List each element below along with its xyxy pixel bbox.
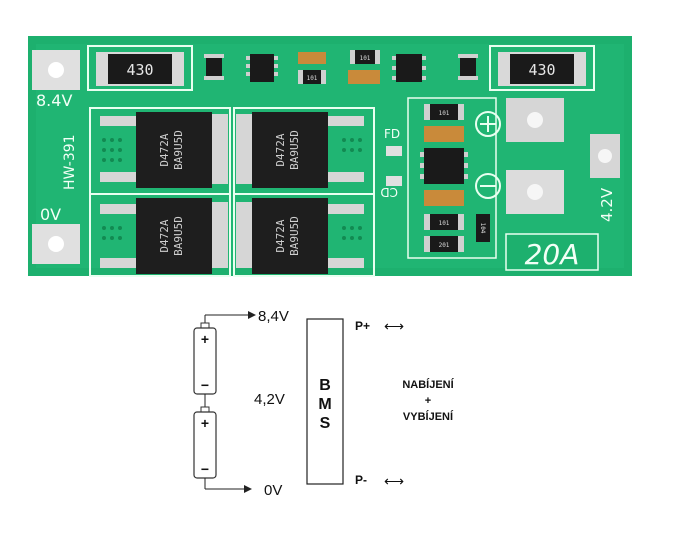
smd-201: 201 [439, 242, 450, 249]
mosfet-3-line1: D472A [158, 219, 171, 252]
mosfet-2-line2: BA9U5D [288, 130, 301, 170]
label-fd: FD [384, 127, 400, 141]
cell-upper-plus: + [201, 331, 209, 347]
mosfet-3: D472A BA9U5D [100, 198, 228, 274]
polarity-marks [475, 111, 501, 199]
voltage-mid: 4,2V [254, 391, 285, 408]
mosfet-1-line2: BA9U5D [172, 130, 185, 170]
smd-104: 104 [479, 223, 486, 234]
label-rating: 20A [525, 238, 580, 271]
smd-101-b: 101 [360, 55, 371, 62]
resistor-430-right-label: 430 [528, 61, 555, 79]
mosfet-3-line2: BA9U5D [172, 216, 185, 256]
top-smd-cluster: 101 101 [204, 50, 478, 84]
note-line-2: + [425, 395, 431, 407]
label-0v: 0V [40, 205, 61, 224]
battery-cell-upper: + − [193, 322, 217, 395]
arrow-top [248, 311, 256, 319]
voltage-bottom: 0V [264, 482, 282, 499]
mosfet-4-line2: BA9U5D [288, 216, 301, 256]
mosfet-1-line1: D472A [158, 133, 171, 166]
arrow-bottom [244, 485, 252, 493]
resistor-430-left-label: 430 [126, 61, 153, 79]
resistor-430-right: 430 [498, 52, 586, 86]
label-8v4: 8.4V [36, 91, 72, 110]
cell-upper-minus: − [201, 377, 209, 393]
battery-cell-lower: + − [193, 406, 217, 479]
bms-letter-b: B [319, 377, 331, 394]
voltage-top: 8,4V [258, 308, 289, 325]
smd-101-a: 101 [307, 75, 318, 82]
smd-101-c: 101 [439, 110, 450, 117]
pcb-board: 430 430 101 101 [28, 36, 632, 277]
smd-101-d: 101 [439, 220, 450, 227]
label-model: HW-391 [62, 134, 78, 190]
mosfet-2: D472A BA9U5D [236, 112, 364, 188]
bms-box [306, 318, 344, 485]
label-cd: CD [380, 185, 398, 199]
resistor-430-left: 430 [96, 52, 184, 86]
bms-letter-s: S [320, 415, 331, 432]
mosfet-2-line1: D472A [274, 133, 287, 166]
mosfet-4: D472A BA9U5D [236, 198, 364, 274]
p-minus-arrow: ⟷ [384, 473, 404, 489]
cell-lower-minus: − [201, 461, 209, 477]
bms-letter-m: M [318, 396, 331, 413]
schematic-diagram: 8,4V + − 4,2V + − 0V B M S P+ ⟷ P- [193, 308, 455, 499]
cell-lower-plus: + [201, 415, 209, 431]
p-plus-arrow: ⟷ [384, 318, 404, 334]
mosfet-1: D472A BA9U5D [100, 112, 228, 188]
label-4v2: 4.2V [598, 187, 616, 222]
p-minus-label: P- [355, 473, 367, 487]
mosfet-4-line1: D472A [274, 219, 287, 252]
right-smd-cluster: 101 101 104 201 [420, 104, 490, 252]
p-plus-label: P+ [355, 319, 370, 333]
note-line-1: NABÍJENÍ [402, 378, 454, 391]
via-pattern [102, 138, 362, 240]
note-line-3: VYBÍJENÍ [403, 410, 454, 423]
